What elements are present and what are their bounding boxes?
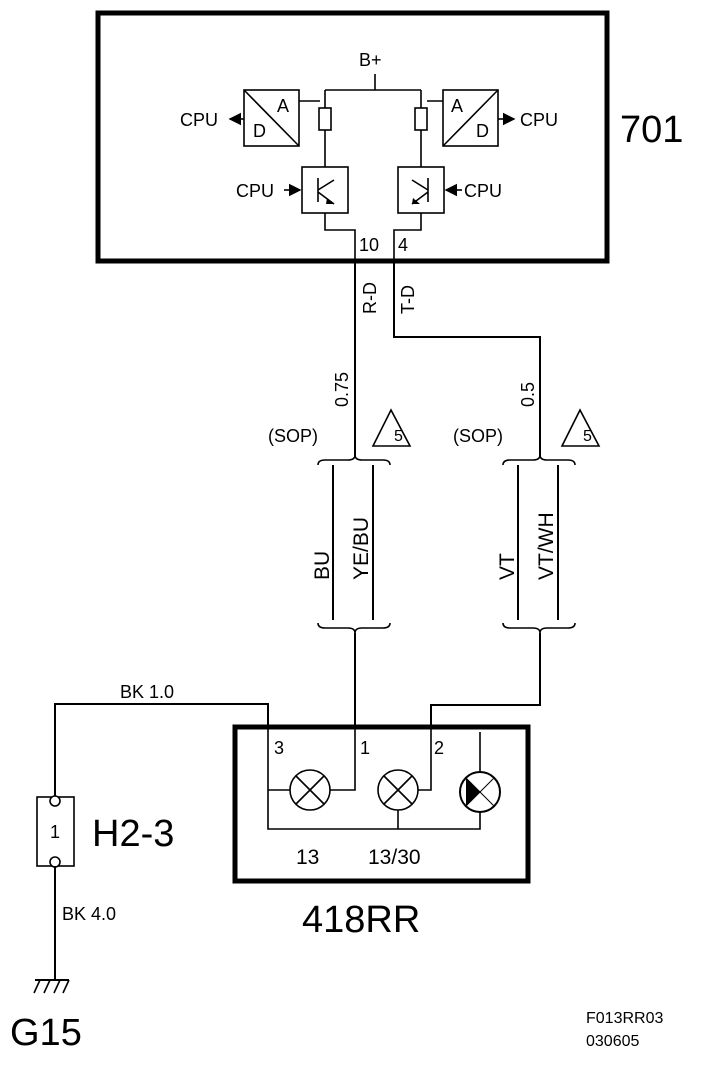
transistor-right bbox=[397, 166, 445, 214]
lamp-label-13: 13 bbox=[296, 846, 319, 869]
note-triangle-td bbox=[560, 408, 601, 447]
lamp-bulb-2 bbox=[377, 769, 419, 811]
figure-code: F013RR03 bbox=[586, 1010, 663, 1027]
adc-left-d: D bbox=[253, 121, 266, 141]
lamp-pin-3: 3 bbox=[274, 738, 284, 758]
wire-td-color-1: VT bbox=[496, 553, 519, 580]
adc-right-d: D bbox=[476, 121, 489, 141]
wire-rd-signal: R-D bbox=[360, 282, 380, 314]
connector-h2-3 bbox=[36, 795, 75, 868]
wire-rd-sop: (SOP) bbox=[268, 426, 318, 446]
cpu-label-left-top: CPU bbox=[180, 110, 218, 130]
wire-rd-color-2: YE/BU bbox=[350, 517, 373, 580]
ecu-pin-4: 4 bbox=[398, 235, 408, 255]
wire-ground-upper: BK 1.0 bbox=[120, 682, 174, 702]
ground-symbol bbox=[33, 979, 70, 994]
ground-id: G15 bbox=[10, 1012, 82, 1054]
ecu-pin-10: 10 bbox=[359, 235, 379, 255]
adc-right-a: A bbox=[451, 96, 463, 116]
adc-right bbox=[442, 89, 499, 147]
note-td: 5 bbox=[583, 428, 592, 445]
wire-rd-color-1: BU bbox=[311, 551, 334, 580]
resistor-right bbox=[414, 107, 428, 131]
note-rd: 5 bbox=[394, 428, 403, 445]
transistor-left bbox=[301, 166, 349, 214]
lamp-bulb-1 bbox=[289, 769, 331, 811]
cpu-label-left-bottom: CPU bbox=[236, 181, 274, 201]
lamp-pin-1: 1 bbox=[360, 738, 370, 758]
connector-id: H2-3 bbox=[92, 813, 174, 855]
led-indicator bbox=[459, 771, 501, 813]
wire-td-size: 0.5 bbox=[518, 382, 538, 407]
lamp-pin-2: 2 bbox=[434, 738, 444, 758]
adc-left bbox=[243, 89, 300, 147]
cpu-label-right-top: CPU bbox=[520, 110, 558, 130]
connector-pin: 1 bbox=[50, 822, 60, 842]
figure-date: 030605 bbox=[586, 1033, 639, 1050]
lamp-unit-id: 418RR bbox=[302, 899, 420, 941]
wire-td-sop: (SOP) bbox=[453, 426, 503, 446]
adc-left-a: A bbox=[277, 96, 289, 116]
wire-ground-lower: BK 4.0 bbox=[62, 904, 116, 924]
wire-td-signal: T-D bbox=[398, 285, 418, 314]
note-triangle-rd bbox=[371, 408, 412, 447]
wire-rd-size: 0.75 bbox=[332, 372, 352, 407]
wire-td-color-2: VT/WH bbox=[535, 512, 558, 580]
lamp-label-1330: 13/30 bbox=[368, 846, 421, 869]
ecu-box bbox=[95, 10, 610, 264]
ecu-supply-label: B+ bbox=[359, 50, 382, 70]
ecu-id: 701 bbox=[620, 109, 683, 151]
resistor-left bbox=[318, 107, 332, 131]
cpu-label-right-bottom: CPU bbox=[464, 181, 502, 201]
lamp-unit-box bbox=[232, 724, 531, 884]
